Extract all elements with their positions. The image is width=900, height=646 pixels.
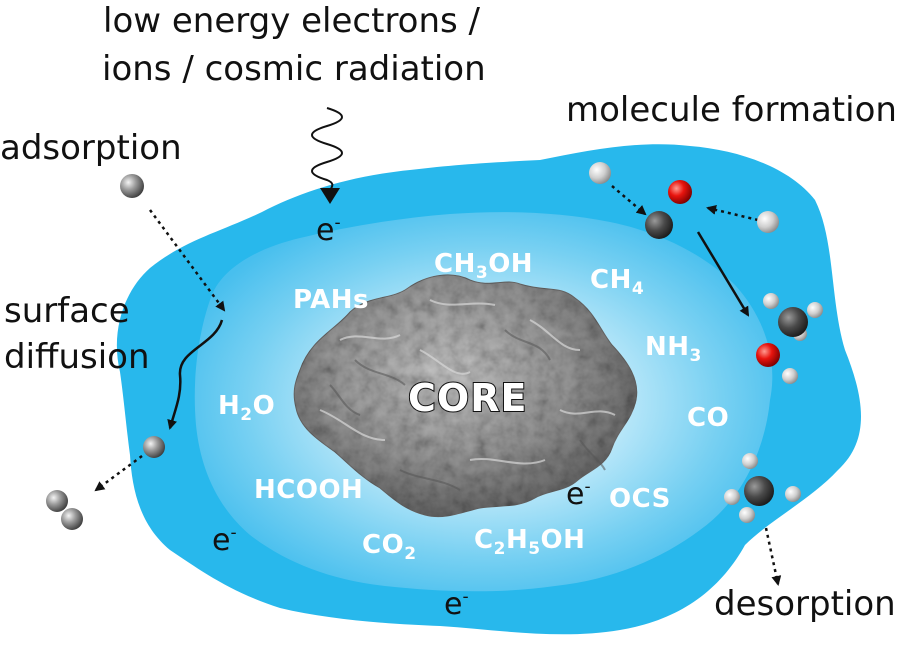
adsorption-label: adsorption <box>0 128 182 168</box>
molecule-h2o: H2O <box>218 391 276 425</box>
electron-label: e- <box>316 213 341 248</box>
molecule-ocs: OCS <box>609 484 671 514</box>
reactant-atom-h <box>589 162 611 184</box>
formation-arrow-left <box>611 185 647 216</box>
molecule-ch3oh: CH3OH <box>434 249 534 283</box>
adsorbing-atom <box>120 174 144 198</box>
reaction-arrow <box>696 231 750 317</box>
core-texture <box>319 299 616 465</box>
desorbed-molecule <box>46 490 83 530</box>
molecule-ch4: CH4 <box>590 265 645 299</box>
methane-molecule <box>724 453 801 523</box>
molecule-nh3: NH3 <box>645 332 702 366</box>
molecule-co2: CO2 <box>362 530 417 564</box>
formation-arrow-right <box>706 205 759 222</box>
molecule-co: CO <box>687 403 730 433</box>
reactant-atom-right <box>757 211 779 233</box>
desorption-label: desorption <box>714 584 896 624</box>
core-label: CORE <box>407 375 528 421</box>
co-molecule <box>645 180 692 239</box>
core-shadows <box>329 329 606 491</box>
exit-arrow <box>94 454 143 492</box>
desorption-arrow <box>764 527 782 586</box>
diffusing-atom <box>143 436 165 458</box>
molecule-formation-label: molecule formation <box>566 90 897 130</box>
electron-label: e- <box>444 587 469 622</box>
molecule-pahs: PAHs <box>293 285 370 315</box>
radiation-arrowhead <box>320 188 340 204</box>
electron-label: e- <box>212 523 237 558</box>
radiation-wave <box>311 107 343 193</box>
diffusion-label: diffusion <box>4 337 150 377</box>
diffusion-path <box>167 319 224 430</box>
molecule-c2h5oh: C2H5OH <box>474 525 586 559</box>
radiation-label-line1: low energy electrons / <box>103 1 481 41</box>
radiation-label-line2: ions / cosmic radiation <box>102 49 486 89</box>
electron-label: e- <box>566 477 591 512</box>
molecule-hcooh: HCOOH <box>254 475 364 505</box>
surface-label: surface <box>4 291 130 331</box>
methanol-molecule <box>756 293 823 384</box>
